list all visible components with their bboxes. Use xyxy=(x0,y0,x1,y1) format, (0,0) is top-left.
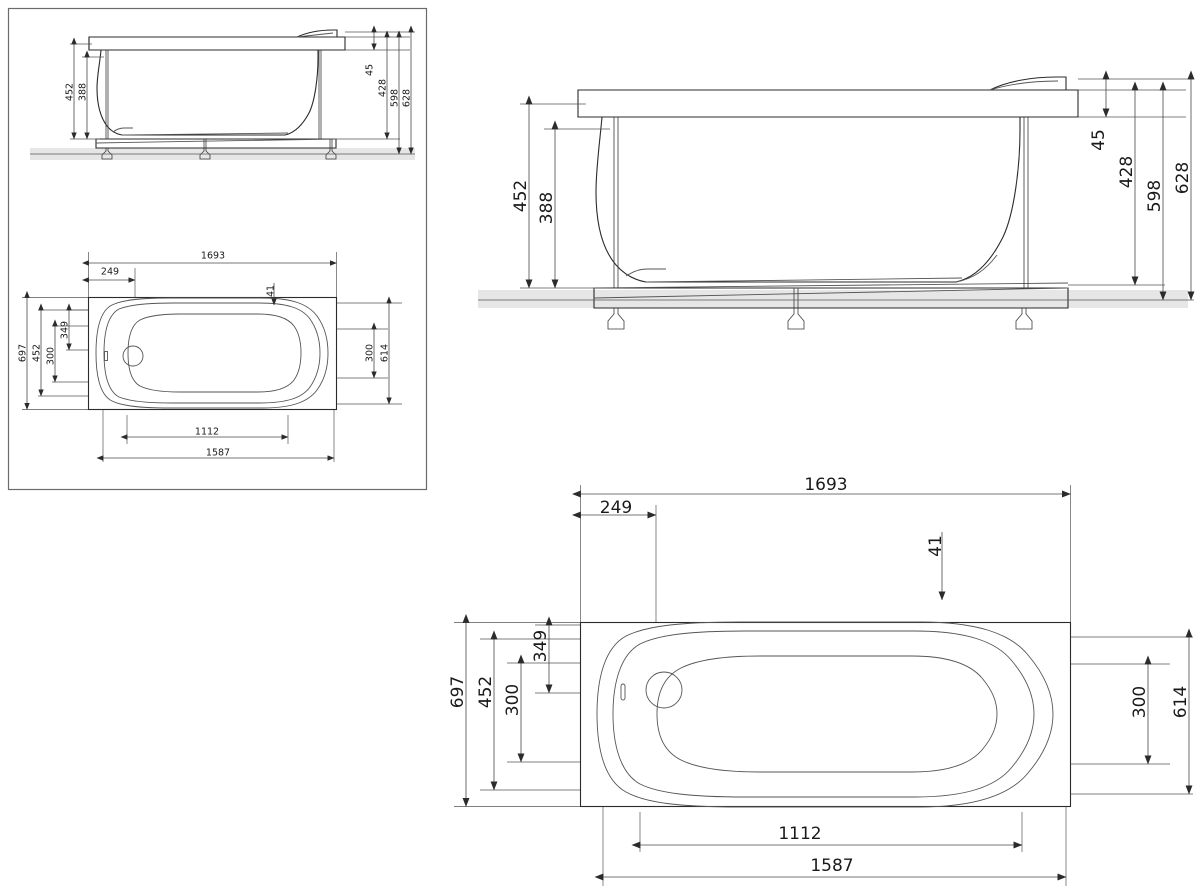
overflow-slot-small xyxy=(104,351,108,361)
dim-label-614: 614 xyxy=(380,344,391,362)
dim-label-300-left: 300 xyxy=(46,347,57,365)
dim-label-697: 697 xyxy=(18,344,29,362)
dim-label-697-large: 697 xyxy=(448,676,468,708)
view-small-plan: 1693 249 41 697 452 300 349 xyxy=(18,251,402,462)
dim-group-small-plan-bottom: 1112 1587 xyxy=(96,410,335,462)
dim-label-388: 388 xyxy=(78,83,89,101)
tub-rim-large xyxy=(577,76,1079,118)
dim-label-428: 428 xyxy=(378,79,389,97)
thumbnail-panel-border xyxy=(7,7,428,491)
dim-label-452-large-plan: 452 xyxy=(476,676,496,708)
dim-label-614-large: 614 xyxy=(1171,686,1191,718)
tub-outline-small xyxy=(87,296,338,411)
dim-group-large-side-left: 452 388 xyxy=(511,95,610,289)
dim-group-small-plan-right: 300 614 xyxy=(337,296,402,405)
dim-group-small-side-left: 452 388 xyxy=(65,37,104,140)
dim-group-large-plan-top: 1693 249 41 xyxy=(571,475,1071,622)
dim-group-large-plan-left: 697 452 300 349 xyxy=(448,613,580,807)
drain-circle-large xyxy=(645,671,683,709)
dim-label-1693: 1693 xyxy=(201,251,225,262)
drain-circle-small xyxy=(122,345,144,367)
support-legs-large xyxy=(607,117,1033,330)
support-legs-small xyxy=(101,50,337,160)
tub-body-large xyxy=(595,116,1021,283)
dim-label-41: 41 xyxy=(266,285,277,297)
dim-label-300-right-large: 300 xyxy=(1130,686,1150,718)
dim-label-300-left-large: 300 xyxy=(503,684,523,716)
dim-label-45-large: 45 xyxy=(1089,129,1109,151)
dim-label-598: 598 xyxy=(390,89,401,107)
dim-label-628-large: 628 xyxy=(1173,162,1193,194)
view-small-side-elevation: 452 388 45 428 598 628 xyxy=(30,25,415,160)
dim-label-41-large: 41 xyxy=(926,535,946,557)
dim-label-45: 45 xyxy=(365,64,376,76)
view-large-side-elevation: 452 388 45 428 598 628 xyxy=(478,70,1195,330)
tub-apron-large xyxy=(593,282,1069,309)
dim-label-249: 249 xyxy=(101,267,119,278)
dim-group-large-plan-right: 300 614 xyxy=(1071,628,1193,795)
floor-strip-large xyxy=(478,290,1188,308)
dim-label-452: 452 xyxy=(32,344,43,362)
dim-group-large-side-right: 45 428 598 628 xyxy=(478,70,1195,301)
dim-label-628: 628 xyxy=(402,89,413,107)
dim-label-1693-large: 1693 xyxy=(804,475,847,495)
dim-label-428-large: 428 xyxy=(1117,156,1137,188)
dim-label-452: 452 xyxy=(65,83,76,101)
tub-curves-large xyxy=(596,621,1054,808)
dim-label-349-large: 349 xyxy=(531,630,551,662)
dim-group-small-plan-left: 697 452 300 349 xyxy=(18,290,88,410)
dim-label-598-large: 598 xyxy=(1145,180,1165,212)
dim-label-249-large: 249 xyxy=(600,498,632,518)
tub-rim-small xyxy=(88,29,346,51)
dim-label-1112: 1112 xyxy=(195,427,219,438)
overflow-slot-large xyxy=(620,683,626,701)
dim-label-1112-large: 1112 xyxy=(778,824,821,844)
dim-label-300-right: 300 xyxy=(365,344,376,362)
dim-group-small-side-right: 45 428 598 628 xyxy=(30,25,415,155)
dim-group-large-plan-bottom: 1112 1587 xyxy=(594,807,1067,886)
tub-body-small xyxy=(96,49,319,136)
view-large-plan: 1693 249 41 697 452 300 349 xyxy=(448,475,1193,886)
tub-apron-small xyxy=(95,138,337,149)
dim-label-1587-large: 1587 xyxy=(810,856,853,876)
tub-curves-small xyxy=(95,297,329,409)
dim-label-452-large: 452 xyxy=(511,180,531,212)
dim-label-349: 349 xyxy=(60,321,71,339)
dim-label-1587: 1587 xyxy=(206,448,230,459)
tub-outline-large xyxy=(579,621,1072,808)
dim-label-388-large: 388 xyxy=(537,192,557,224)
dim-group-small-plan-top: 1693 249 41 xyxy=(81,251,337,306)
